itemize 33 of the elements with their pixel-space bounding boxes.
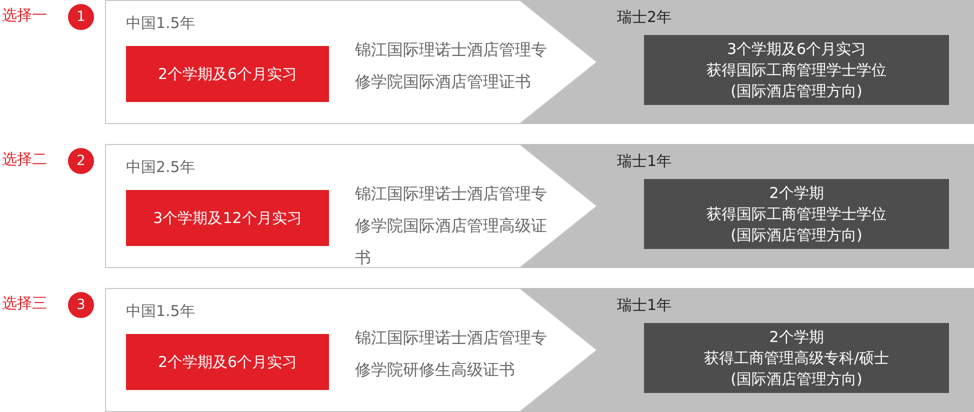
duration-heading: 中国1.5年	[126, 302, 195, 321]
duration-heading: 瑞士2年	[617, 8, 672, 27]
degree-text: 3个学期及6个月实习	[726, 38, 866, 60]
duration-heading: 瑞士1年	[617, 296, 672, 315]
degree-box	[644, 35, 949, 105]
number-badge: 2	[68, 148, 94, 174]
degree-text: (国际酒店管理方向)	[730, 80, 862, 102]
option-label: 选择二	[2, 150, 47, 169]
degree-text: 获得国际工商管理学士学位	[706, 60, 886, 80]
number-badge: 3	[68, 292, 94, 318]
degree-box	[644, 179, 949, 249]
certificate-text: 锦江国际理诺士酒店管理专修学院国际酒店管理证书	[355, 39, 548, 93]
degree-box	[644, 323, 949, 393]
duration-heading: 中国1.5年	[126, 14, 195, 33]
degree-text: 获得工商管理高级专科/硕士	[704, 348, 890, 368]
degree-text: (国际酒店管理方向)	[730, 368, 862, 390]
internship-box: 2个学期及6个月实习	[126, 334, 329, 390]
number-badge: 1	[68, 4, 94, 30]
degree-text: 2个学期	[769, 182, 824, 204]
chevron-panel	[105, 0, 598, 124]
degree-text: 2个学期	[769, 326, 824, 348]
internship-box: 2个学期及6个月实习	[126, 46, 329, 102]
chevron-panel	[105, 288, 598, 412]
option-label: 选择三	[2, 294, 47, 313]
option-label: 选择一	[2, 6, 47, 25]
degree-text: (国际酒店管理方向)	[730, 224, 862, 246]
degree-text: 获得国际工商管理学士学位	[706, 204, 886, 224]
internship-box: 3个学期及12个月实习	[126, 190, 329, 246]
chevron-panel	[105, 144, 598, 268]
certificate-text: 锦江国际理诺士酒店管理专修学院研修生高级证书	[355, 327, 548, 381]
duration-heading: 中国2.5年	[126, 158, 195, 177]
certificate-text: 锦江国际理诺士酒店管理专修学院国际酒店管理高级证书	[355, 183, 548, 269]
duration-heading: 瑞士1年	[617, 152, 672, 171]
